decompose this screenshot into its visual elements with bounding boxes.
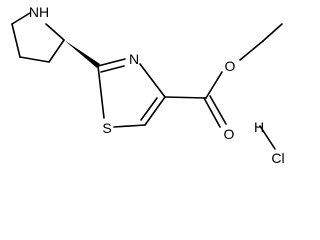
bond-c2-n3-inner xyxy=(100,65,125,73)
atom-label-hcl-cl: Cl xyxy=(271,150,284,166)
pyrrolidine-ring xyxy=(11,12,65,63)
bond-c4-carbonyl xyxy=(164,96,207,99)
bond-c2-n3 xyxy=(97,58,126,67)
bond-c4-c5 xyxy=(144,96,166,126)
bond-n3-c4 xyxy=(139,63,166,98)
bond-s1-c2 xyxy=(97,65,105,119)
bond-c2-c3 xyxy=(48,39,65,63)
ester-group xyxy=(164,23,283,128)
bond-c4-c5 xyxy=(11,23,21,58)
atom-label-hcl-h: H xyxy=(254,119,264,135)
atom-label-thiazole-s: S xyxy=(102,120,111,136)
thiazole-ring xyxy=(97,58,166,128)
atom-label-thiazole-n: N xyxy=(129,51,139,67)
bond-h-cl xyxy=(259,125,276,150)
bond-c3-c4 xyxy=(19,56,50,63)
bond-carbonyl-ester-o xyxy=(205,71,223,99)
bond-carbonyl-o-double-a xyxy=(203,97,221,128)
atom-label-ester-o: O xyxy=(225,58,236,74)
bond-carbonyl-o-double-b xyxy=(209,95,227,125)
atom-label-carbonyl-o: O xyxy=(224,126,235,142)
atom-label-pyrrolidine-nh: NH xyxy=(29,4,49,20)
bond-ester-o-ch2 xyxy=(239,40,264,61)
bond-n-c2 xyxy=(45,23,65,41)
bond-c4-c5-inner xyxy=(140,97,158,121)
bond-ch2-ch3 xyxy=(262,23,283,42)
wedge-bond xyxy=(64,40,100,68)
bond-c5-n xyxy=(11,12,31,25)
chemical-structure: NH N S O O H Cl xyxy=(11,4,285,166)
bond-c5-s1 xyxy=(113,124,146,128)
